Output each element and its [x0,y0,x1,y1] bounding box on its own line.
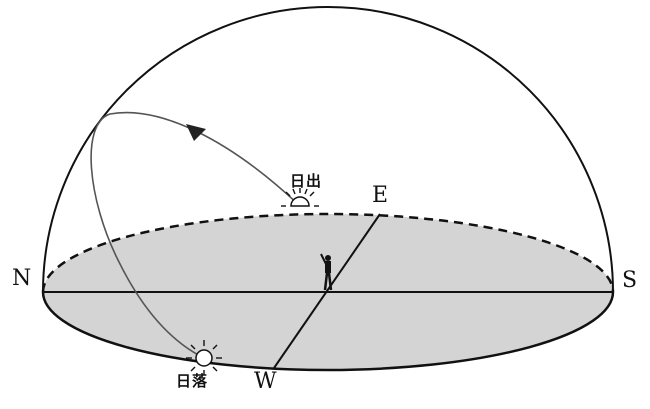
sun-path-front [90,111,301,359]
sunset-sun-icon [186,340,222,375]
east-west-line [273,213,381,369]
sunrise-label: 日出 [290,172,323,190]
horizon-front-edge [41,291,615,372]
sunset-label: 日落 [176,372,209,390]
north-label: N [12,266,32,291]
east-label: E [372,183,389,208]
west-label: W [254,369,277,394]
person-icon [320,253,333,291]
ground-back-half [43,214,613,292]
sunrise-sun-icon [281,188,319,207]
horizon-back-edge [41,212,615,293]
ground-plane [43,292,613,370]
south-label: S [622,268,638,293]
arrow-icon [186,124,206,141]
sky-dome [42,6,614,293]
